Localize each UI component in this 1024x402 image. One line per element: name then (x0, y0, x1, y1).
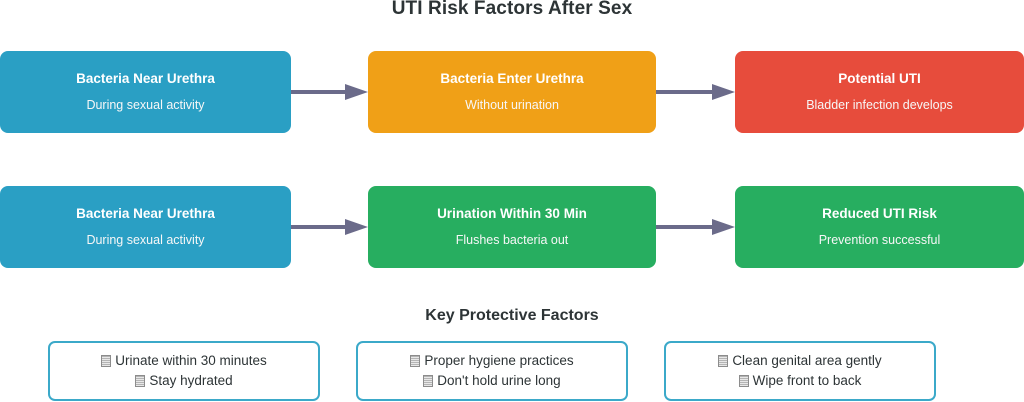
missing-glyph-icon (135, 375, 146, 387)
prevention-pathway-row: Bacteria Near Urethra During sexual acti… (0, 186, 1024, 268)
node-title: Bacteria Near Urethra (76, 205, 215, 221)
missing-glyph-icon (738, 375, 749, 387)
arrow-right-icon (291, 84, 368, 100)
arrow-right-icon (656, 84, 735, 100)
node-bacteria-near-urethra-prevention[interactable]: Bacteria Near Urethra During sexual acti… (0, 186, 291, 268)
protective-factor-card[interactable]: Urinate within 30 minutes Stay hydrated (48, 341, 320, 401)
missing-glyph-icon (718, 355, 729, 368)
node-subtitle: During sexual activity (86, 98, 205, 113)
risk-pathway-row: Bacteria Near Urethra During sexual acti… (0, 51, 1024, 133)
arrow-right-icon (291, 219, 368, 235)
arrow-right-icon (656, 219, 735, 235)
node-subtitle: Prevention successful (818, 233, 941, 248)
factor-line: Stay hydrated (135, 371, 233, 391)
factor-text: Urinate within 30 minutes (115, 353, 267, 369)
factor-line: Wipe front to back (738, 371, 862, 391)
factor-text: Stay hydrated (149, 373, 233, 388)
node-title: Bacteria Near Urethra (76, 70, 215, 86)
node-reduced-uti-risk[interactable]: Reduced UTI Risk Prevention successful (735, 186, 1024, 268)
node-subtitle: Bladder infection develops (806, 98, 953, 113)
node-bacteria-enter-urethra[interactable]: Bacteria Enter Urethra Without urination (368, 51, 656, 133)
node-bacteria-near-urethra-risk[interactable]: Bacteria Near Urethra During sexual acti… (0, 51, 291, 133)
factor-line: Proper hygiene practices (410, 351, 574, 371)
node-subtitle: Without urination (465, 98, 559, 113)
factor-text: Clean genital area gently (732, 353, 882, 369)
node-title: Potential UTI (838, 70, 921, 86)
node-title: Reduced UTI Risk (822, 205, 937, 221)
factor-text: Don't hold urine long (437, 373, 561, 388)
missing-glyph-icon (101, 355, 112, 368)
node-subtitle: During sexual activity (86, 233, 205, 248)
node-title: Bacteria Enter Urethra (440, 70, 584, 86)
factor-text: Wipe front to back (752, 373, 862, 388)
node-title: Urination Within 30 Min (437, 205, 587, 221)
missing-glyph-icon (423, 375, 434, 387)
node-potential-uti[interactable]: Potential UTI Bladder infection develops (735, 51, 1024, 133)
node-urination-within-30-min[interactable]: Urination Within 30 Min Flushes bacteria… (368, 186, 656, 268)
missing-glyph-icon (410, 355, 421, 368)
protective-factor-card-group: Urinate within 30 minutes Stay hydrated … (0, 341, 1024, 402)
factor-line: Don't hold urine long (423, 371, 561, 391)
factor-line: Clean genital area gently (718, 351, 882, 371)
node-subtitle: Flushes bacteria out (455, 233, 569, 248)
protective-factor-card[interactable]: Clean genital area gently Wipe front to … (664, 341, 936, 401)
protective-factor-card[interactable]: Proper hygiene practices Don't hold urin… (356, 341, 628, 401)
page-title: UTI Risk Factors After Sex (391, 0, 633, 19)
factor-line: Urinate within 30 minutes (101, 351, 267, 371)
factor-text: Proper hygiene practices (424, 353, 574, 369)
section-title-key-protective-factors: Key Protective Factors (425, 307, 599, 324)
